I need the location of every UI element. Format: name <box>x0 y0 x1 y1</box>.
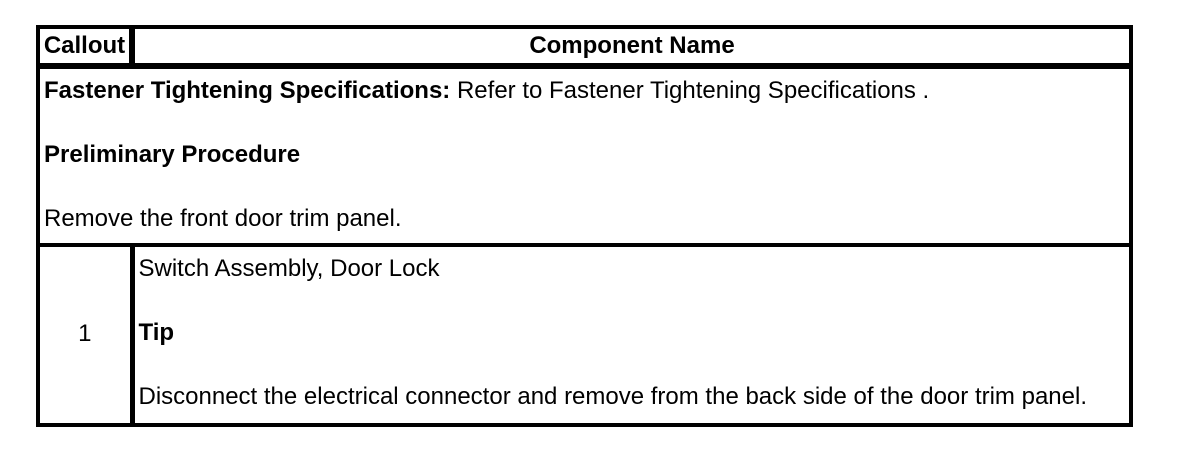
callout-column-header: Callout <box>36 25 135 69</box>
component-table: Callout Component Name Fastener Tighteni… <box>36 25 1133 427</box>
preliminary-row: Fastener Tightening Specifications: Refe… <box>36 64 1133 247</box>
tip-heading: Tip <box>138 319 175 346</box>
callout-number-cell: 1 <box>36 243 135 427</box>
preliminary-procedure-heading: Preliminary Procedure <box>44 141 301 168</box>
component-name-text: Switch Assembly, Door Lock <box>138 255 440 282</box>
preliminary-procedure-step: Remove the front door trim panel. <box>44 205 402 232</box>
component-row: 1 Switch Assembly, Door Lock Tip Disconn… <box>36 243 1133 427</box>
fastener-spec-label: Fastener Tightening Specifications: <box>44 77 451 104</box>
preliminary-cell: Fastener Tightening Specifications: Refe… <box>36 64 1133 247</box>
fastener-spec-line: Fastener Tightening Specifications: Refe… <box>44 76 1125 105</box>
fastener-spec-text: Refer to Fastener Tightening Specificati… <box>450 77 930 104</box>
tip-text: Disconnect the electrical connector and … <box>138 383 1087 410</box>
component-name-column-header: Component Name <box>130 25 1133 69</box>
header-row: Callout Component Name <box>36 25 1133 69</box>
component-description-cell: Switch Assembly, Door Lock Tip Disconnec… <box>130 243 1133 427</box>
